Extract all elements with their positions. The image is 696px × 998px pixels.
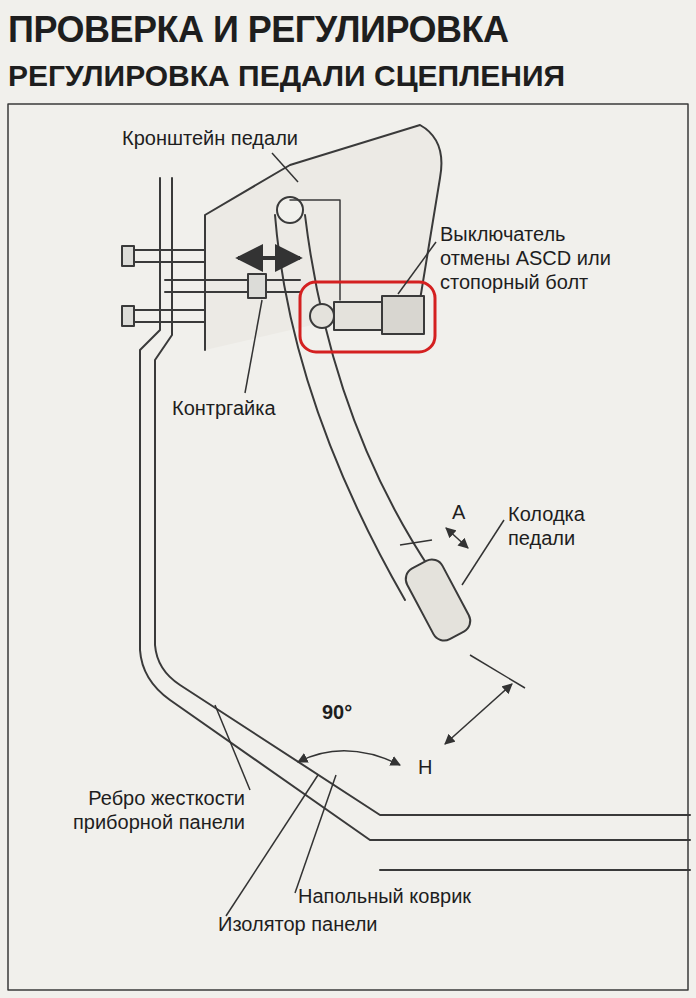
adjust-arrow	[238, 256, 300, 260]
leader-line	[398, 242, 436, 294]
switch-body	[334, 302, 382, 330]
floor-layer	[380, 869, 690, 871]
angle-label: 90°	[322, 700, 382, 724]
pedal-bracket	[205, 125, 441, 350]
pedal-arm-detail	[290, 200, 340, 300]
dimension-line	[400, 540, 432, 545]
part-label: Контргайка	[172, 396, 322, 420]
leader-line	[215, 705, 250, 790]
frame	[8, 104, 688, 990]
nut	[122, 246, 134, 266]
part-label: Колодка педали	[508, 502, 618, 550]
pedal-arm	[305, 215, 432, 572]
nut	[122, 306, 134, 326]
locknut	[248, 274, 266, 298]
switch-nut	[382, 296, 424, 334]
leader-line	[295, 775, 336, 893]
dimension-line	[470, 655, 525, 688]
pushrod	[165, 280, 300, 292]
dimension-label: A	[452, 500, 476, 524]
part-label: Напольный коврик	[298, 884, 538, 908]
dimension-arrow	[445, 684, 512, 744]
bolt	[130, 250, 205, 322]
part-label: Изолятор панели	[218, 912, 458, 936]
part-label: Ребро жесткости приборной панели	[55, 786, 245, 834]
title: ПРОВЕРКА И РЕГУЛИРОВКА	[8, 8, 508, 51]
highlight-frame	[300, 282, 435, 352]
dimension-arrow	[446, 528, 468, 548]
leader-line	[245, 300, 262, 393]
angle-arc	[298, 751, 400, 765]
switch-plunger	[310, 304, 334, 328]
part-label: Выключатель отмены ASCD или стопорный бо…	[440, 222, 620, 294]
dimension-label: H	[418, 755, 448, 779]
pivot	[277, 197, 303, 223]
leader-line	[462, 520, 504, 585]
pedal-pad	[402, 555, 475, 644]
subtitle: РЕГУЛИРОВКА ПЕДАЛИ СЦЕПЛЕНИЯ	[8, 58, 678, 94]
part-label: Кронштейн педали	[122, 126, 352, 150]
leader-line	[272, 153, 298, 182]
